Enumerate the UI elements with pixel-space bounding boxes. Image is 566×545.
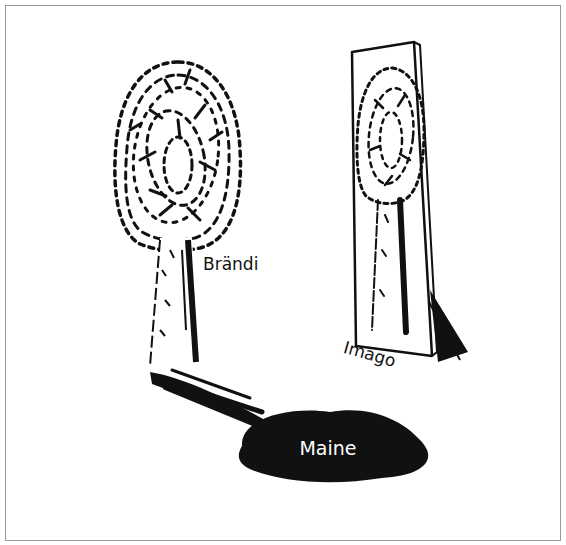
tree-trunk (150, 238, 200, 366)
picture-tree (357, 68, 424, 332)
tree-crown (115, 62, 241, 251)
picture-frame (352, 42, 432, 356)
node-label: Maine (299, 437, 356, 459)
blob-outline (239, 410, 428, 482)
figure-border (6, 6, 561, 541)
shadow-blob: Maine (232, 402, 446, 488)
part-label: Brändi (203, 254, 258, 274)
